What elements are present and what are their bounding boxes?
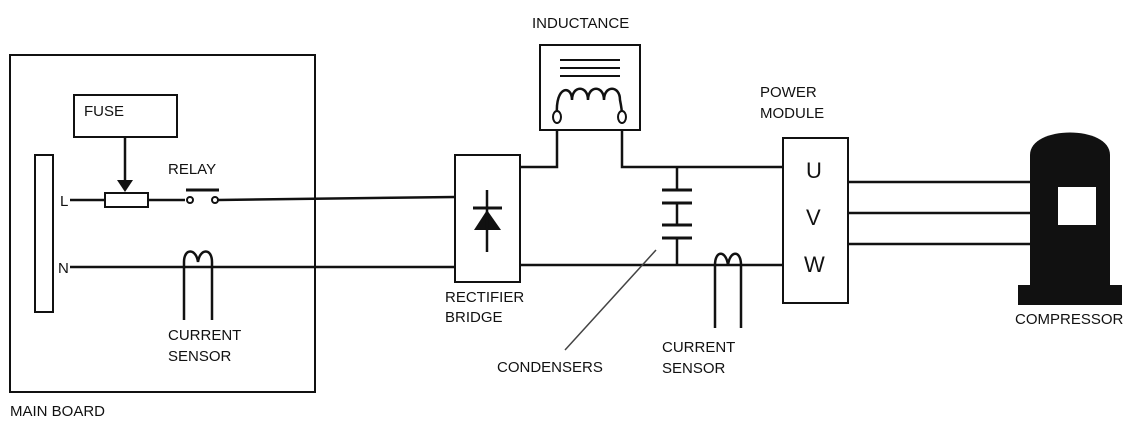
compressor-base <box>1018 285 1122 305</box>
power-module-label-2: MODULE <box>760 105 824 122</box>
condensers-pointer <box>564 249 657 351</box>
current-sensor-1-label-2: SENSOR <box>168 348 232 365</box>
phase-u-label: U <box>806 158 822 183</box>
fuse-label: FUSE <box>84 103 124 120</box>
current-sensor-2-label-1: CURRENT <box>662 339 735 356</box>
terminal-n-label: N <box>58 260 69 277</box>
inductance-to-bus <box>620 130 783 169</box>
relay-contact-right <box>211 196 219 204</box>
condensers-label: CONDENSERS <box>497 359 603 376</box>
main-board-label: MAIN BOARD <box>10 403 105 420</box>
compressor-label: COMPRESSOR <box>1015 311 1124 328</box>
relay-label: RELAY <box>168 161 216 178</box>
rectifier-label-2: BRIDGE <box>445 309 503 326</box>
phase-v-label: V <box>806 205 821 230</box>
phase-w-label: W <box>804 252 825 277</box>
current-sensor-1-shape <box>182 250 214 320</box>
main-board-box <box>9 54 316 393</box>
compressor-window <box>1056 185 1098 227</box>
current-sensor-2-label-2: SENSOR <box>662 360 726 377</box>
inductance-coil <box>555 87 624 116</box>
l-line-c <box>217 195 456 202</box>
current-sensor-2-shape <box>713 252 743 328</box>
terminal-l-label: L <box>60 193 68 210</box>
inductance-label: INDUCTANCE <box>532 15 629 32</box>
fuse-element <box>104 192 149 208</box>
inductance-terminal-right <box>617 110 627 124</box>
fuse-arrow-head <box>117 180 133 192</box>
inductance-terminal-left <box>552 110 562 124</box>
current-sensor-1-label-1: CURRENT <box>168 327 241 344</box>
bus-to-inductance <box>520 130 559 169</box>
terminal-block <box>34 154 54 313</box>
rectifier-label-1: RECTIFIER <box>445 289 524 306</box>
relay-contact-left <box>186 196 194 204</box>
power-module-label-1: POWER <box>760 84 817 101</box>
power-module-box <box>782 137 849 304</box>
